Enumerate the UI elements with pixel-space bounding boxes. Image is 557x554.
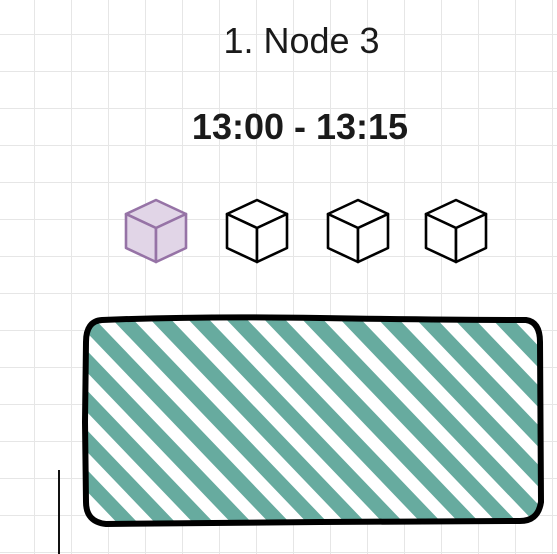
connector-line (58, 470, 60, 554)
cube-icon[interactable] (324, 196, 392, 266)
cube-icon[interactable] (422, 196, 490, 266)
block-outline (82, 314, 544, 527)
diagram-title: 1. Node 3 (223, 20, 380, 61)
hatched-block[interactable] (80, 312, 546, 528)
cube-icon[interactable] (122, 196, 190, 266)
hatch-fill (85, 317, 541, 525)
cube-icon[interactable] (223, 196, 291, 266)
time-range-label: 13:00 - 13:15 (191, 106, 409, 147)
